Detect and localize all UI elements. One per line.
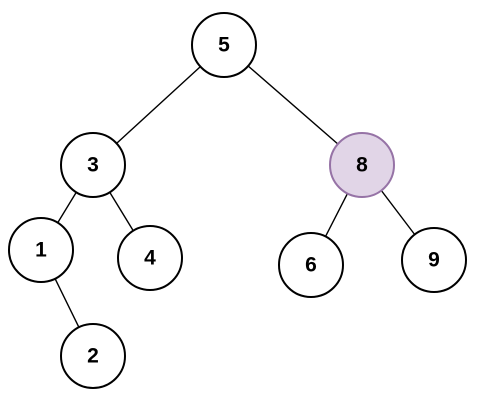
- node-circle: [60, 132, 126, 198]
- edge-n1-n2: [54, 278, 80, 328]
- node-circle: [278, 232, 344, 298]
- node-label: 3: [87, 154, 99, 177]
- edge-n5-n3: [116, 66, 201, 144]
- node-circle: [401, 227, 467, 293]
- tree-node-1: 1: [8, 217, 74, 283]
- node-label: 1: [35, 239, 47, 262]
- tree-node-9: 9: [401, 227, 467, 293]
- edge-n3-n4: [109, 191, 134, 232]
- node-circle: [191, 12, 257, 78]
- edge-n8-n6: [324, 193, 349, 237]
- node-label: 6: [305, 254, 317, 277]
- edges-layer: [54, 65, 416, 328]
- node-label: 2: [87, 345, 99, 368]
- tree-node-5: 5: [191, 12, 257, 78]
- tree-node-2: 2: [60, 323, 126, 389]
- tree-node-4: 4: [117, 225, 183, 291]
- node-label: 4: [144, 247, 156, 270]
- edge-n3-n1: [57, 191, 77, 224]
- node-label: 8: [356, 154, 368, 177]
- node-label: 9: [428, 249, 440, 272]
- tree-node-3: 3: [60, 132, 126, 198]
- node-circle-highlighted: [329, 132, 395, 198]
- tree-node-8: 8: [329, 132, 395, 198]
- node-label: 5: [218, 34, 230, 57]
- edge-n5-n8: [247, 65, 339, 145]
- node-circle: [117, 225, 183, 291]
- node-circle: [60, 323, 126, 389]
- node-circle: [8, 217, 74, 283]
- tree-node-6: 6: [278, 232, 344, 298]
- edge-n8-n9: [380, 190, 416, 235]
- nodes-layer: 5 3 8 1 4 6 9 2: [8, 12, 467, 389]
